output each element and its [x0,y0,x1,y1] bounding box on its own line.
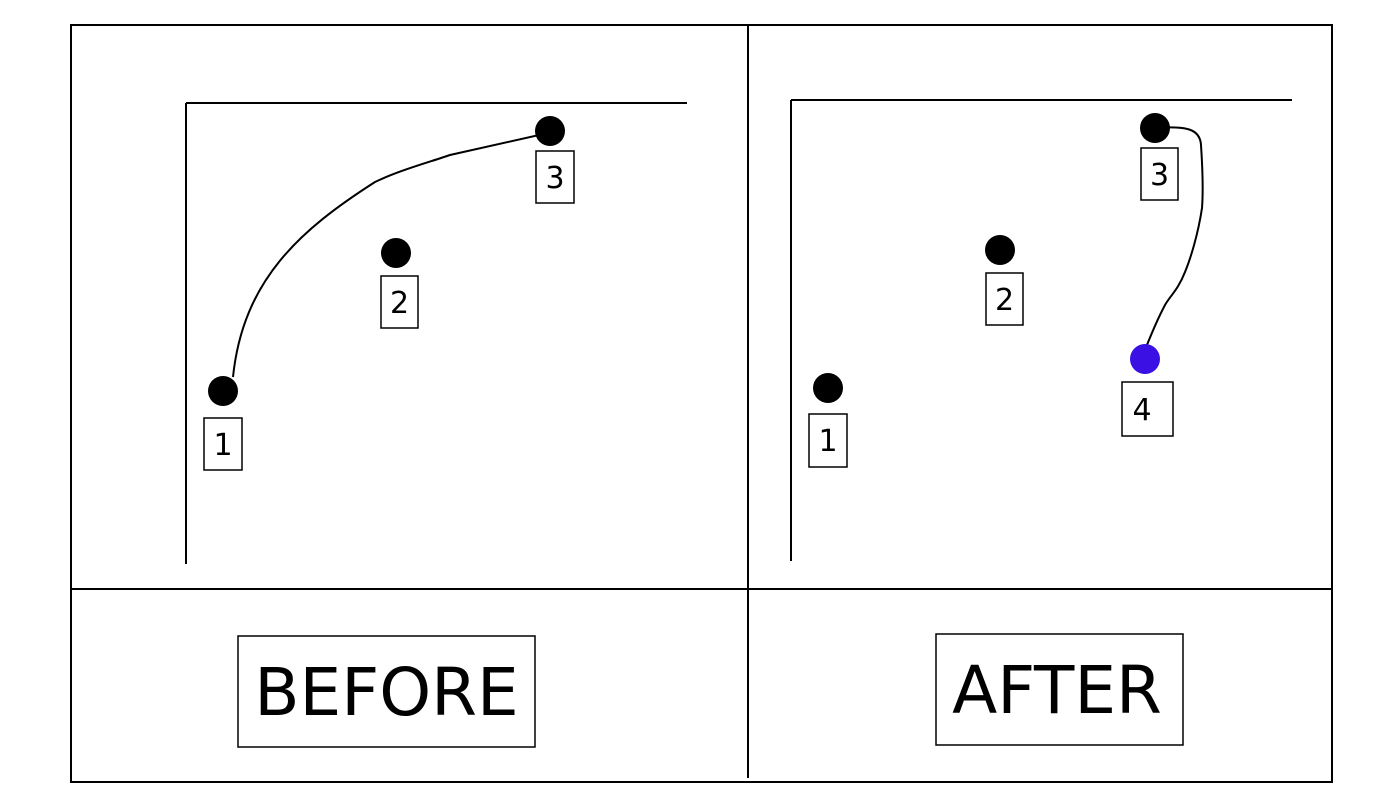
after-point-4 [1130,344,1160,374]
before-curve-1-to-3 [232,132,549,378]
after-panel: 1 2 3 4 AFTER [790,99,1292,746]
before-point-3-label-box [535,150,575,204]
before-point-3-label: 3 [545,161,564,196]
after-point-3 [1140,113,1170,143]
after-point-3-label-box [1140,147,1179,201]
after-point-1 [813,373,843,403]
after-point-4-label-box [1121,381,1174,437]
after-curve-3-to-4 [1142,126,1204,356]
after-axes [790,99,1292,561]
before-point-1 [208,376,238,406]
before-panel: 1 2 3 BEFORE [185,102,687,748]
table-grid [70,24,1333,783]
before-point-3 [535,116,565,146]
before-point-2 [381,238,411,268]
after-point-4-label: 4 [1132,393,1151,428]
before-point-1-label-box [203,417,243,471]
before-point-1-label: 1 [213,428,232,463]
after-point-1-label-box [808,413,848,468]
before-axes [185,102,687,564]
before-caption-box [237,635,536,748]
outer-border [70,24,1333,783]
before-point-2-label: 2 [390,286,409,321]
after-caption: AFTER [952,652,1162,729]
after-caption-box [935,633,1184,746]
after-point-3-label: 3 [1150,158,1169,193]
after-point-2 [985,235,1015,265]
before-caption: BEFORE [254,654,518,731]
after-point-2-label-box [985,272,1024,326]
after-point-2-label: 2 [995,283,1014,318]
before-point-2-label-box [380,275,419,329]
after-point-1-label: 1 [818,424,837,459]
